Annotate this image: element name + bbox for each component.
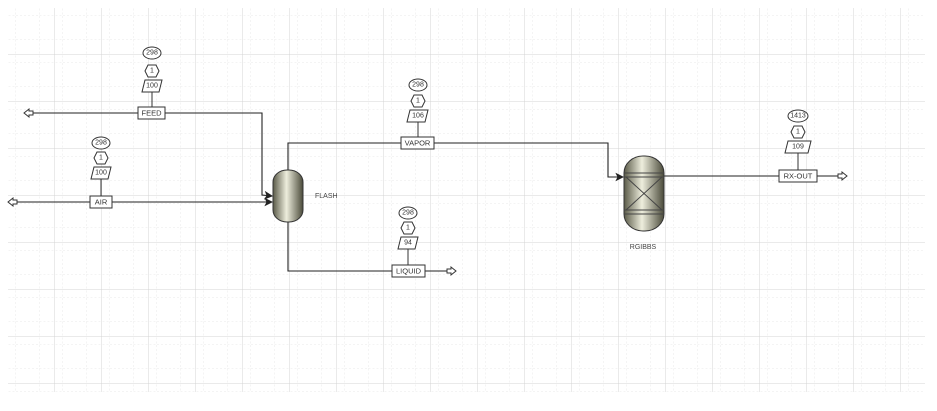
pressure-tag	[400, 221, 416, 235]
temperature-tag	[91, 136, 111, 150]
svg-text:FLASH: FLASH	[315, 193, 338, 200]
flow-tag	[397, 236, 419, 250]
svg-text:298: 298	[412, 82, 424, 89]
svg-text:1: 1	[406, 225, 410, 232]
temperature-tag	[142, 46, 162, 60]
svg-text:1: 1	[796, 129, 800, 136]
grid	[8, 8, 925, 392]
stream-label-box	[137, 106, 166, 120]
pressure-tag	[790, 125, 806, 139]
pressure-tag	[410, 94, 426, 108]
svg-text:298: 298	[95, 140, 107, 147]
svg-text:LIQUID: LIQUID	[396, 267, 422, 276]
stream-liquid[interactable]: 298 1 94 LIQUID	[287, 206, 457, 278]
svg-text:RGIBBS: RGIBBS	[630, 244, 657, 251]
stream-label-box	[778, 169, 818, 183]
liquid-port-icon	[446, 265, 457, 277]
svg-text:1: 1	[416, 98, 420, 105]
svg-text:1: 1	[150, 68, 154, 75]
pressure-tag	[93, 151, 109, 165]
stream-label-box	[391, 264, 426, 278]
stream-rx-out[interactable]: 1413 1 109 RX-OUT	[664, 109, 848, 183]
temperature-tag	[787, 109, 809, 123]
svg-text:1: 1	[99, 155, 103, 162]
flow-tag	[784, 140, 812, 154]
svg-text:VAPOR: VAPOR	[405, 139, 431, 148]
svg-text:298: 298	[146, 50, 158, 57]
flow-tag	[90, 166, 112, 180]
svg-text:94: 94	[404, 240, 412, 247]
stream-air[interactable]: 298 1 100 AIR	[7, 136, 274, 209]
flow-tag	[406, 109, 429, 123]
feed-port-icon	[23, 107, 34, 119]
pressure-tag	[144, 64, 160, 78]
air-port-icon	[7, 196, 18, 208]
block-flash[interactable]: FLASH	[272, 169, 338, 223]
stream-label-box	[89, 195, 113, 209]
svg-text:298: 298	[402, 210, 414, 217]
svg-text:100: 100	[146, 83, 158, 90]
svg-text:106: 106	[412, 113, 424, 120]
svg-text:109: 109	[792, 144, 804, 151]
svg-text:AIR: AIR	[95, 198, 108, 207]
svg-text:FEED: FEED	[141, 109, 162, 118]
stream-vapor[interactable]: 298 1 106 VAPOR	[287, 78, 625, 182]
temperature-tag	[398, 206, 418, 220]
svg-text:RX-OUT: RX-OUT	[784, 172, 813, 181]
flash-vessel-icon	[272, 169, 304, 223]
block-rgibbs[interactable]: RGIBBS	[623, 155, 665, 251]
stream-label-box	[400, 136, 435, 150]
flow-tag	[141, 79, 163, 93]
svg-text:1413: 1413	[790, 113, 806, 120]
svg-text:100: 100	[95, 170, 107, 177]
rx-out-port-icon	[837, 170, 848, 182]
temperature-tag	[408, 78, 428, 92]
stream-feed[interactable]: 298 1 100 FEED	[23, 46, 274, 200]
